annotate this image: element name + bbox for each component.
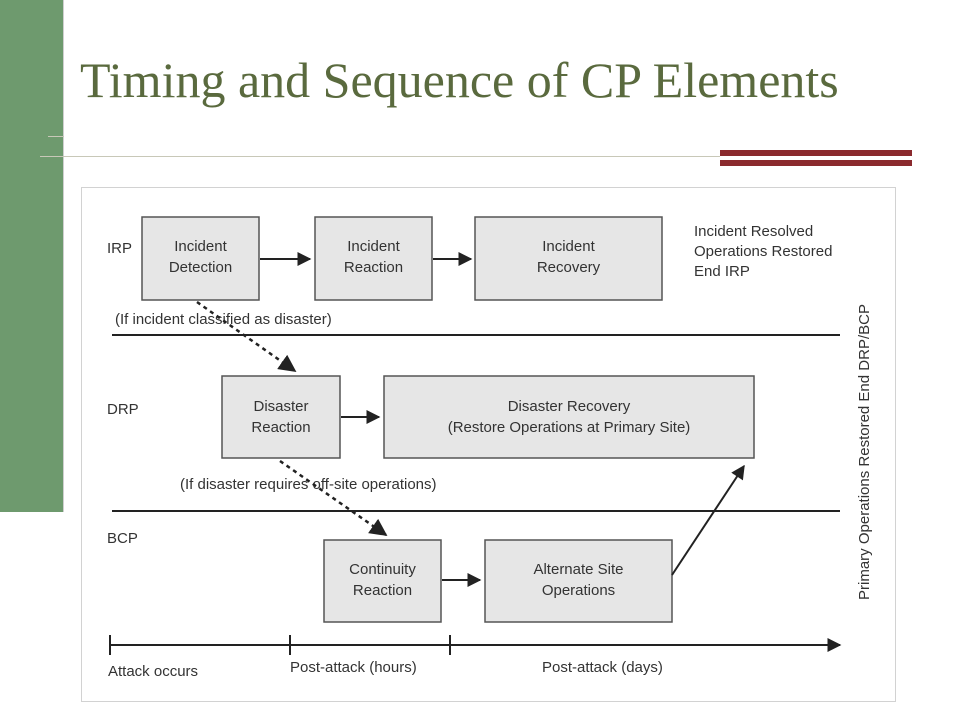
box-incident-reaction-line2: Reaction <box>344 259 403 276</box>
box-alternate-site-operations <box>484 539 673 623</box>
end-drp-bcp-note: Primary Operations Restored End DRP/BCP <box>856 304 873 600</box>
box-incident-recovery <box>474 216 663 301</box>
box-continuity-reaction-line2: Reaction <box>353 582 412 599</box>
box-continuity-reaction-line1: Continuity <box>349 561 416 578</box>
dotted-arrow-incident-to-disaster <box>196 300 297 373</box>
lane-label-irp: IRP <box>107 240 132 257</box>
box-continuity-reaction <box>323 539 442 623</box>
accent-bar-bottom <box>720 160 912 166</box>
box-disaster-recovery-line2: (Restore Operations at Primary Site) <box>448 419 691 436</box>
box-disaster-reaction-line2: Reaction <box>251 419 310 436</box>
box-incident-detection-line2: Detection <box>169 259 232 276</box>
end-irp-note-line2: Operations Restored <box>694 243 832 260</box>
dotted-arrow-disaster-to-continuity <box>279 459 388 537</box>
timeline-label-attack-occurs: Attack occurs <box>108 663 198 680</box>
end-irp-note-line1: Incident Resolved <box>694 223 813 240</box>
box-incident-reaction-line1: Incident <box>347 238 400 255</box>
lane-label-bcp: BCP <box>107 530 138 547</box>
box-disaster-recovery <box>383 375 755 459</box>
box-incident-detection <box>141 216 260 301</box>
diagram-canvas: IRP DRP BCP Incident Detection Incident … <box>107 216 873 680</box>
box-disaster-recovery-line1: Disaster Recovery <box>508 398 631 415</box>
timeline-label-post-attack-days: Post-attack (days) <box>542 659 663 676</box>
condition-incident-to-disaster: (If incident classified as disaster) <box>115 311 332 328</box>
title-rule-tick <box>48 136 64 137</box>
box-incident-recovery-line2: Recovery <box>537 259 601 276</box>
box-incident-detection-line1: Incident <box>174 238 227 255</box>
accent-bar-top <box>720 150 912 156</box>
box-disaster-reaction-line1: Disaster <box>253 398 308 415</box>
end-irp-note-line3: End IRP <box>694 263 750 280</box>
condition-disaster-to-offsite: (If disaster requires off-site operation… <box>180 476 437 493</box>
box-disaster-reaction <box>221 375 341 459</box>
timeline-label-post-attack-hours: Post-attack (hours) <box>290 659 417 676</box>
arrow-alternate-site-to-disaster-recovery <box>671 464 745 576</box>
side-bar <box>0 0 64 512</box>
box-alternate-site-operations-line2: Operations <box>542 582 615 599</box>
cp-timing-diagram: IRP DRP BCP Incident Detection Incident … <box>81 187 896 702</box>
slide-title: Timing and Sequence of CP Elements <box>80 52 839 108</box>
box-incident-reaction <box>314 216 433 301</box>
box-alternate-site-operations-line1: Alternate Site <box>533 561 623 578</box>
lane-label-drp: DRP <box>107 401 139 418</box>
box-incident-recovery-line1: Incident <box>542 238 595 255</box>
title-rule <box>40 156 720 157</box>
